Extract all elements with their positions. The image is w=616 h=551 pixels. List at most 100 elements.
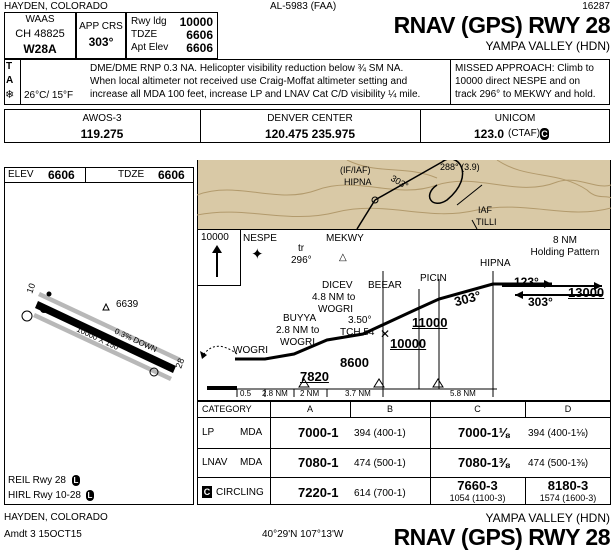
profile-crs-in: 123° [514, 275, 539, 289]
seg-3-7: 3.7 NM [345, 389, 371, 398]
cat-b: B [386, 404, 393, 414]
seg-2-0: 2 NM [300, 389, 320, 398]
profile-buyya-wp: WOGRI [280, 337, 315, 348]
rwy-ldg-label: Rwy ldg [131, 16, 167, 27]
footer-amendment: Amdt 3 15OCT15 [4, 529, 82, 540]
seg-5-8: 5.8 NM [450, 389, 476, 398]
awos-label: AWOS-3 [82, 113, 122, 124]
rwy-end-10: 10 [24, 282, 37, 295]
circling-ab-main: 7220-1 [298, 485, 339, 500]
profile-tch: TCH 54 [340, 327, 375, 338]
waas-label: WAAS [25, 14, 55, 25]
lp-ab-main: 7000-1 [298, 425, 339, 440]
plan-iaf: IAF [478, 205, 493, 215]
rwy-info-box [126, 12, 218, 59]
alternate-minimums-icon: A [6, 75, 14, 86]
header-procedure-number: 16287 [582, 1, 610, 12]
notes-line-2: When local altimeter not received use Cr… [90, 76, 408, 87]
footer-airport: YAMPA VALLEY (HDN) [485, 511, 610, 525]
plan-if-iaf: (IF/IAF) [340, 165, 371, 175]
footer-coords: 40°29'N 107°13'W [262, 529, 344, 540]
seg-0-5: 0.5 [240, 389, 252, 398]
profile-alt-13000: 13000 [568, 285, 605, 300]
app-crs-value: 303° [88, 35, 114, 49]
awos-freq: 119.275 [80, 127, 124, 141]
profile-hipna: HIPNA [480, 258, 511, 269]
hirl-note: HIRL Rwy 10-28 [8, 490, 81, 501]
app-crs-box [76, 12, 126, 59]
profile-path [200, 271, 602, 397]
apt-elev-value: 6606 [186, 41, 213, 55]
profile-alt-11000: 11000 [412, 315, 448, 330]
climb-arrow-icon [212, 245, 222, 277]
profile-buyya-dist: 2.8 NM to [276, 325, 320, 336]
footer-title: RNAV (GPS) RWY 28 [393, 524, 611, 550]
ctaf-icon: C [540, 128, 549, 140]
profile-gpa: 3.50° [348, 315, 372, 326]
profile-alt-7820: 7820 [300, 369, 329, 384]
lnav-ab-main: 7080-1 [298, 455, 339, 470]
snowflake-icon: ❄ [5, 89, 15, 101]
lnav-label: LNAV [202, 457, 228, 468]
header-chart-id: AL-5983 (FAA) [270, 1, 337, 12]
notes-line-1: DME/DME RNP 0.3 NA. Helicopter visibilit… [90, 63, 404, 74]
tdze-diagram-label: TDZE [118, 169, 145, 180]
circling-c-sub: 1054 (1100-3) [449, 493, 506, 503]
app-crs-label: APP CRS [79, 21, 123, 32]
center-freq: 120.475 235.975 [264, 127, 356, 141]
runway-diagram: 6639 10 28 10000 X 150 0.3% DOWN [21, 282, 186, 381]
tdze-value: 6606 [186, 28, 213, 42]
seg-2-8: 2.8 NM [262, 389, 288, 398]
profile-wogri: WOGRI [233, 345, 268, 356]
notes-line-3: increase all MDA 100 feet, increase LP a… [90, 89, 421, 100]
profile-holding-alt: 10000 [201, 232, 229, 243]
waas-box [4, 12, 76, 59]
lp-ab-sub: 394 (400-1) [354, 428, 406, 439]
takeoff-minimums-icon: T [6, 61, 13, 72]
profile-view [197, 229, 611, 401]
plan-view-terrain [197, 160, 611, 229]
circling-d-main: 8180-3 [547, 478, 589, 493]
profile-picin: PICIN [420, 273, 447, 284]
nespe-fix-icon: ✦ [251, 246, 264, 263]
missed-line-1: MISSED APPROACH: Climb to [455, 63, 594, 74]
plan-tilli: TILLI [476, 217, 497, 227]
minimums-table [197, 401, 611, 505]
comms-box [4, 109, 610, 143]
fix-cross-icon: ✕ [380, 327, 391, 341]
center-label: DENVER CENTER [267, 113, 353, 124]
waas-channel: CH 48825 [15, 28, 65, 40]
profile-buyya: BUYYA [283, 313, 317, 324]
profile-beear: BEEAR [368, 280, 402, 291]
cat-c: C [474, 404, 481, 414]
circling-icon: C [202, 486, 212, 498]
profile-nespe: NESPE [243, 233, 277, 244]
lnav-type: MDA [240, 457, 263, 468]
elev-label: ELEV [8, 169, 34, 180]
profile-crs-out: 303° [528, 295, 553, 309]
unicom-label: UNICOM [494, 113, 536, 124]
obstacle-elev: 6639 [116, 299, 139, 310]
profile-dicev: DICEV [322, 280, 353, 291]
tdze-label: TDZE [131, 29, 158, 40]
hirl-light-icon: L [86, 490, 94, 501]
missed-line-2: 10000 direct NESPE and on [455, 76, 581, 87]
profile-tr-crs: 296° [291, 255, 312, 266]
header-location: HAYDEN, COLORADO [4, 1, 108, 12]
lp-cd-sub: 394 (400-1⅛) [528, 428, 589, 439]
profile-dicev-dist: 4.8 NM to [312, 292, 356, 303]
profile-mekwy: MEKWY [326, 233, 364, 244]
missed-line-3: track 296° to MEKWY and hold. [455, 89, 596, 100]
profile-alt-8600: 8600 [340, 355, 369, 370]
reil-light-icon: L [72, 475, 80, 486]
category-label: CATEGORY [202, 404, 252, 414]
apt-elev-label: Apt Elev [131, 42, 169, 53]
circling-ab-sub: 614 (700-1) [354, 488, 406, 499]
lp-cd-main: 7000-1⅛ [458, 425, 510, 440]
lnav-cd-main: 7080-1⅜ [458, 455, 510, 470]
waas-id: W28A [23, 42, 57, 56]
circling-c-main: 7660-3 [457, 478, 498, 493]
page-title: RNAV (GPS) RWY 28 [393, 12, 611, 38]
profile-tr: tr [298, 243, 305, 254]
unicom-freq: 123.0 [474, 127, 505, 141]
